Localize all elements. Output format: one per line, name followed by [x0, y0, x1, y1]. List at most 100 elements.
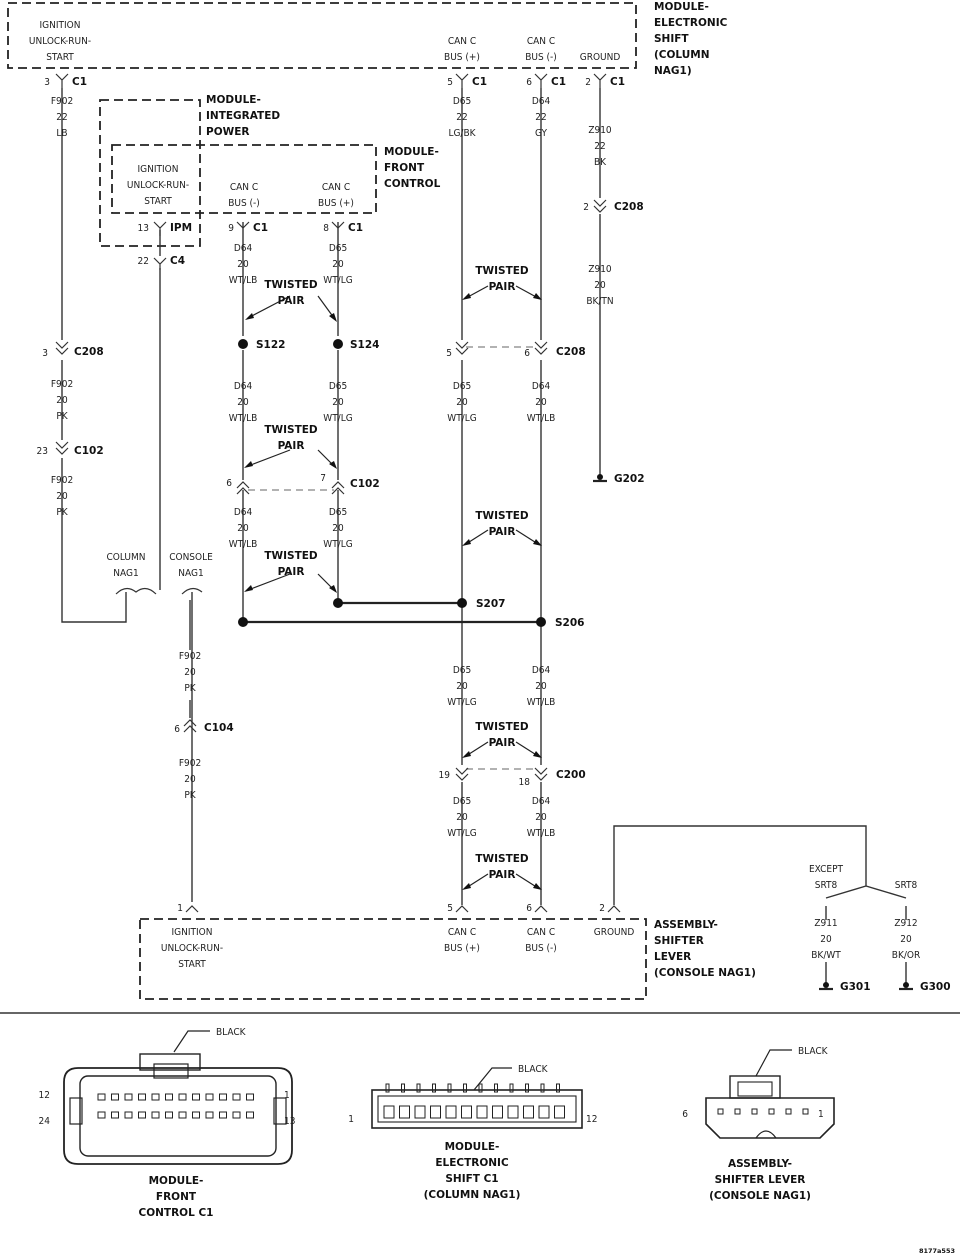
shifter-view-pin: 6: [682, 1109, 688, 1120]
pin-number: 5: [447, 77, 453, 88]
wires: [61, 88, 907, 984]
connector-cavity: [205, 1111, 214, 1119]
pin-number: 19: [439, 770, 451, 781]
pin-number: 3: [42, 348, 48, 359]
connector-cavity: [124, 1111, 133, 1119]
connector-cavity: [476, 1105, 488, 1119]
splice-label: S206: [555, 617, 584, 629]
pin-number: 1: [177, 903, 183, 914]
shifter-view-pin: 1: [818, 1109, 824, 1120]
connector-cavity: [385, 1083, 390, 1093]
connector-label: C208: [74, 346, 104, 358]
connector-cavity: [734, 1108, 741, 1115]
connector-label: C200: [556, 769, 586, 781]
connector-cavity: [525, 1083, 529, 1093]
splice-s124-dot: [333, 339, 343, 349]
connector-cavity: [802, 1108, 809, 1115]
shifter-pin-ground: GROUND: [594, 927, 635, 938]
connector-label: C1: [72, 76, 87, 88]
connector-label: C1: [348, 222, 363, 234]
connector-cavity: [111, 1111, 119, 1119]
connector-cavity: [509, 1083, 514, 1093]
connector-symbols: [55, 73, 621, 913]
connector-cavity: [556, 1083, 560, 1093]
esm-module-box: [7, 2, 637, 69]
pin-number: 23: [37, 446, 48, 457]
connector-cavity: [165, 1093, 173, 1101]
connector-cavity: [138, 1111, 146, 1119]
connector-cavity: [124, 1093, 133, 1101]
connector-label: C208: [614, 201, 644, 213]
fcm-view-pin: 13: [284, 1116, 295, 1127]
connector-cavity: [111, 1093, 119, 1101]
connector-cavity: [478, 1083, 483, 1093]
shifter-connector-view: [705, 1049, 835, 1139]
connector-cavity: [768, 1108, 775, 1115]
pin-number: 5: [446, 348, 452, 359]
connector-label: C102: [350, 478, 380, 490]
connector-cavity: [97, 1093, 106, 1101]
esm-view-pin: 1: [348, 1114, 354, 1125]
splice-s122-dot: [238, 339, 248, 349]
connector-cavity: [414, 1105, 426, 1119]
ipm-module-box: [99, 99, 201, 247]
connector-cavity: [523, 1105, 534, 1119]
shifter-view-title: ASSEMBLY-SHIFTER LEVER(CONSOLE NAG1): [709, 1158, 811, 1202]
connector-label: C1: [253, 222, 268, 234]
fcm-view-color: BLACK: [216, 1027, 247, 1038]
pin-number: 6: [174, 724, 180, 735]
pin-number: 2: [583, 202, 589, 213]
pin-number: 6: [526, 903, 532, 914]
connector-cavity: [138, 1093, 146, 1101]
connector-cavity: [751, 1108, 758, 1115]
connector-label: C1: [472, 76, 487, 88]
connector-cavity: [717, 1108, 724, 1115]
connector-cavity: [232, 1111, 241, 1119]
esm-view-color: BLACK: [518, 1064, 549, 1075]
connector-cavity: [219, 1111, 227, 1119]
fcm-view-pin: 24: [39, 1116, 51, 1127]
connector-label: C102: [74, 445, 104, 457]
connector-cavity: [246, 1111, 254, 1119]
pin-number: 13: [138, 223, 149, 234]
shifter-view-color: BLACK: [798, 1046, 829, 1057]
pin-number: 22: [138, 256, 149, 267]
connector-cavity: [494, 1083, 498, 1093]
connector-cavity: [492, 1105, 503, 1119]
connector-label: C1: [610, 76, 625, 88]
figure-id: 8177a553: [919, 1247, 955, 1255]
connector-cavity: [151, 1093, 160, 1101]
connector-label: C104: [204, 722, 234, 734]
connector-cavity: [192, 1093, 200, 1101]
fcm-connector-view: [63, 1030, 293, 1165]
